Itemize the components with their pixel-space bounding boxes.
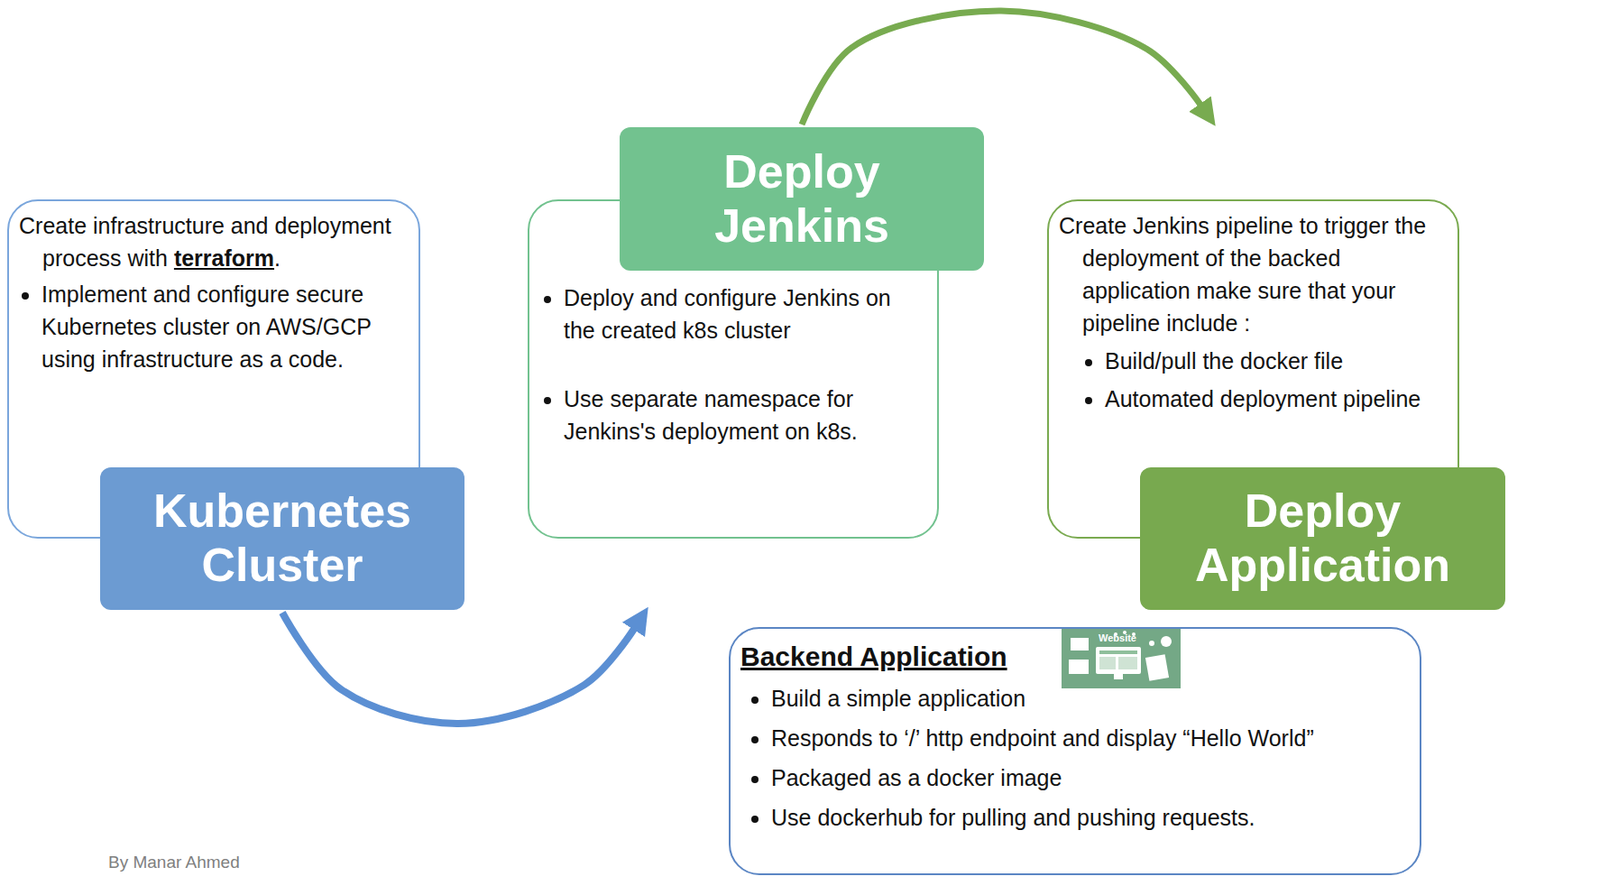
node-content: Deploy Jenkins <box>652 145 951 254</box>
card-paragraph: Create infrastructure and deployment pro… <box>18 209 408 275</box>
gear-shape <box>1149 640 1155 646</box>
bullet-item: Automated deployment pipeline <box>1104 382 1447 415</box>
author-credit: By Manar Ahmed <box>108 852 240 873</box>
monitor-shape <box>1095 646 1141 674</box>
bullet-text: Deploy and configure Jenkins on the crea… <box>563 285 892 343</box>
illustration-ground <box>1061 628 1181 689</box>
bullet-text: Responds to ‘/’ http endpoint and displa… <box>771 725 1315 751</box>
flow-arrow <box>801 10 1201 125</box>
node-content: Deploy Application <box>1174 484 1472 593</box>
emphasis-run: terraform <box>174 245 275 271</box>
dot-shape <box>1160 635 1172 647</box>
bullet-item: Use dockerhub for pulling and pushing re… <box>771 801 1409 833</box>
illustration-caption: Website <box>1098 632 1137 644</box>
stage-label: Kubernetes Cluster <box>100 467 465 610</box>
bullet-text: Use separate namespace for Jenkins's dep… <box>563 386 858 444</box>
node-content: Kubernetes Cluster <box>133 484 432 593</box>
bullet-item: Use separate namespace for Jenkins's dep… <box>563 382 927 448</box>
bullet-item: Build/pull the docker file <box>1104 344 1447 378</box>
bullet-list: Deploy and configure Jenkins on the crea… <box>538 281 927 448</box>
bullet-text: Build a simple application <box>771 685 1026 711</box>
bullet-item: Deploy and configure Jenkins on the crea… <box>563 281 927 347</box>
bullet-item: Packaged as a docker image <box>771 762 1409 793</box>
backend-card: Backend ApplicationBuild a simple applic… <box>728 626 1422 875</box>
bullet-text: Automated deployment pipeline <box>1104 386 1421 412</box>
node-content: Deploy and configure Jenkins on the crea… <box>538 281 927 448</box>
card-shape <box>1070 637 1089 651</box>
bullet-item: Responds to ‘/’ http endpoint and displa… <box>771 722 1409 754</box>
stage-title: Deploy Jenkins <box>652 145 951 254</box>
flow-arrow <box>282 612 635 724</box>
card-paragraph: Create Jenkins pipeline to trigger the d… <box>1058 209 1447 340</box>
stage-label: Deploy Jenkins <box>619 127 984 271</box>
monitor-panel <box>1118 656 1138 670</box>
node-content: Backend ApplicationBuild a simple applic… <box>740 639 1409 833</box>
node-content: Create Jenkins pipeline to trigger the d… <box>1058 209 1447 415</box>
node-content: Create infrastructure and deployment pro… <box>18 209 408 376</box>
monitor-stand <box>1113 673 1123 680</box>
monitor-bar <box>1099 650 1138 654</box>
monitor-panel <box>1099 656 1116 670</box>
bullet-list: Implement and configure secure Kubernete… <box>18 277 408 376</box>
bullet-text: Packaged as a docker image <box>771 764 1062 791</box>
bullet-text: Implement and configure secure Kubernete… <box>41 281 371 372</box>
bullet-item: Build a simple application <box>771 682 1409 714</box>
stage-title: Deploy Application <box>1174 484 1472 593</box>
card-shape <box>1068 659 1089 674</box>
stage-title: Kubernetes Cluster <box>133 484 432 593</box>
text-run: . <box>274 245 281 271</box>
bullet-text: Build/pull the docker file <box>1104 348 1343 374</box>
bullet-list: Build/pull the docker fileAutomated depl… <box>1058 344 1447 415</box>
bullet-list: Build a simple applicationResponds to ‘/… <box>740 682 1409 833</box>
stage-label: Deploy Application <box>1140 467 1506 610</box>
bullet-text: Use dockerhub for pulling and pushing re… <box>771 804 1255 830</box>
card-heading: Backend Application <box>740 639 1409 674</box>
card-shape <box>1145 653 1169 681</box>
bullet-item: Implement and configure secure Kubernete… <box>41 277 408 376</box>
